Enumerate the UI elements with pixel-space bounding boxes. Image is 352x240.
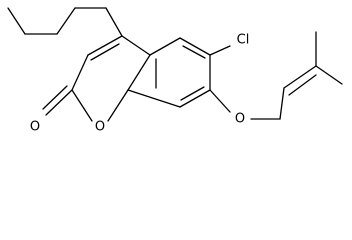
chloro-bond (209, 45, 231, 56)
carbonyl-oxygen-label: O (30, 120, 40, 135)
ether-oxygen-label: O (235, 112, 245, 127)
carbonyl-bond (42, 85, 73, 116)
prenyloxy-chain (209, 31, 343, 120)
butyl-chain (7, 7, 123, 37)
molecule-svg: Cl O O O (7, 7, 343, 135)
ring-oxygen-label: O (95, 120, 105, 135)
chlorine-label: Cl (237, 33, 250, 48)
benzene-ring (127, 37, 211, 108)
pyranone-ring (71, 35, 151, 122)
structure-diagram: Cl O O O (7, 7, 343, 135)
